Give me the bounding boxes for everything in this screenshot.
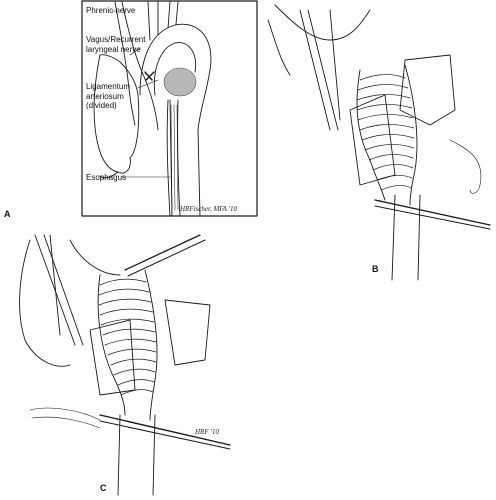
panel-c-signature: HRF '10	[195, 428, 219, 436]
b-graft-right	[404, 64, 418, 206]
b-clamp	[374, 199, 491, 226]
panel-letter-a: A	[4, 209, 11, 219]
label-phrenic-nerve: Phrenic nerve	[86, 6, 136, 15]
phrenic-nerve	[114, 1, 136, 126]
panel-a-frame	[81, 0, 258, 217]
heart-outline	[93, 54, 140, 174]
c-graft-right	[144, 269, 158, 421]
c-tissue-flap	[164, 299, 211, 366]
vagus-nerve	[121, 1, 159, 131]
panel-a-drawing	[81, 0, 258, 217]
panel-letter-b: B	[372, 264, 379, 274]
panel-b-drawing	[267, 4, 491, 281]
panel-c-drawing	[19, 234, 231, 496]
label-esophagus: Esophagus	[86, 173, 127, 182]
ductal-shading	[163, 67, 197, 97]
c-graft-left	[97, 274, 126, 416]
c-clamp	[99, 414, 231, 446]
c-graft-rings	[98, 278, 157, 396]
panel-letter-c: C	[100, 483, 107, 493]
b-graft-rings	[356, 74, 415, 191]
b-tissue-flap	[399, 54, 456, 126]
label-ligamentum-arteriosum: Ligamentum arteriosum (divided)	[86, 82, 131, 110]
aortic-arch	[139, 23, 212, 131]
label-vagus-nerve: Vagus/Recurrent laryngeal nerve	[86, 35, 146, 54]
panel-a-signature: HRFischer, MFA '10	[180, 205, 238, 213]
